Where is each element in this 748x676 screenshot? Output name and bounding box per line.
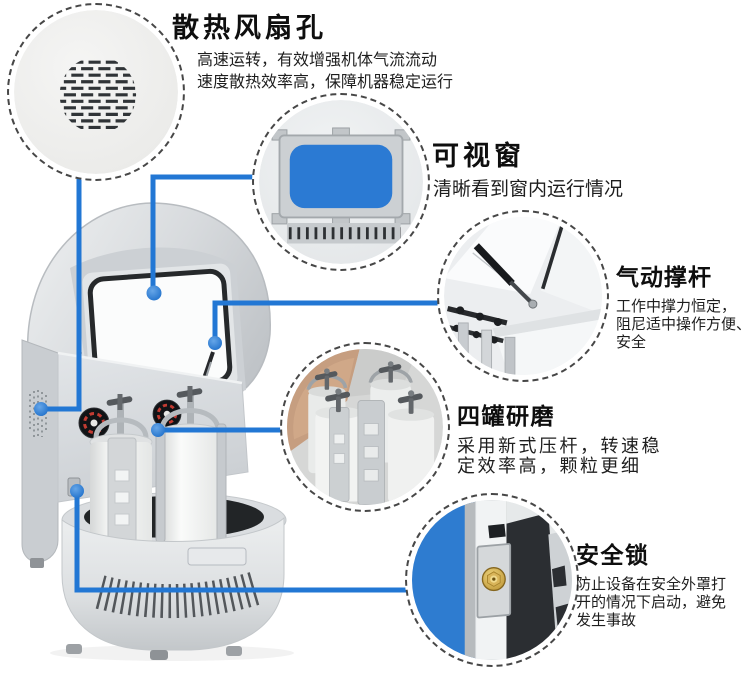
- callout-lock-desc: 防止设备在安全外罩打 开的情况下启动，避免 发生事故: [576, 575, 726, 629]
- anchor-dot-fan-vent: [34, 402, 48, 416]
- desc-line: 安全: [616, 333, 647, 351]
- machine-base-drum: [61, 516, 285, 660]
- four-jars-icon: [287, 349, 443, 505]
- callout-fan-vent-text: 散热风扇孔 高速运转，有效增强机体气流流动 速度散热效率高，保障机器稳定运行: [172, 6, 453, 93]
- callout-jars-photo: [280, 342, 450, 512]
- anchor-dot-jars: [151, 423, 165, 437]
- callout-lock-text: 安全锁 防止设备在安全外罩打 开的情况下启动，避免 发生事故: [576, 536, 726, 629]
- callout-window-text: 可视窗 清晰看到窗内运行情况: [432, 134, 623, 201]
- desc-line: 速度散热效率高，保障机器稳定运行: [197, 72, 454, 91]
- safety-lock-icon: [412, 500, 572, 660]
- desc-line: 高速运转，有效增强机体气流流动: [197, 50, 438, 69]
- connector-lines: [44, 174, 440, 593]
- connector-line-lock: [74, 494, 407, 593]
- base-vent-slots: [95, 571, 261, 619]
- callout-strut-text: 气动撑杆 工作中撑力恒定， 阻尼适中操作方便、 安全: [616, 258, 748, 351]
- desc-line: 采用新式压杆，转速稳: [457, 436, 662, 457]
- callout-strut-photo: [437, 210, 609, 382]
- callout-fan-vent-desc: 高速运转，有效增强机体气流流动 速度散热效率高，保障机器稳定运行: [197, 49, 453, 93]
- desc-line: 阻尼适中操作方便、: [616, 315, 748, 333]
- connector-line-strut: [212, 300, 440, 340]
- desc-line: 防止设备在安全外罩打: [576, 575, 727, 593]
- anchor-dots: [34, 285, 222, 498]
- machine-illustration: [21, 202, 294, 661]
- callout-lock-photo: [405, 493, 579, 667]
- nameplate: [187, 547, 247, 566]
- grinding-jar-left: [89, 394, 153, 555]
- anchor-dot-strut: [208, 336, 222, 350]
- callout-strut-desc: 工作中撑力恒定， 阻尼适中操作方便、 安全: [616, 297, 748, 351]
- callout-window-desc: 清晰看到窗内运行情况: [433, 177, 623, 201]
- desc-line: 发生事故: [576, 611, 637, 629]
- connector-line-window: [150, 174, 256, 290]
- desc-line: 清晰看到窗内运行情况: [433, 178, 624, 200]
- anchor-dot-window: [146, 285, 162, 301]
- fan-vent-icon: [14, 10, 178, 174]
- callout-jars-title: 四罐研磨: [457, 404, 555, 430]
- callout-strut-title: 气动撑杆: [616, 265, 712, 291]
- desc-line: 开的情况下启动，避免: [576, 593, 727, 611]
- gas-strut-icon: [444, 217, 602, 375]
- callout-window-photo: [252, 93, 430, 271]
- desc-line: 定效率高，颗粒更细: [457, 455, 642, 477]
- desc-line: 工作中撑力恒定，: [616, 297, 737, 315]
- callout-fan-vent-photo: [7, 3, 185, 181]
- callout-fan-vent-title: 散热风扇孔: [172, 13, 327, 44]
- callout-jars-desc: 采用新式压杆，转速稳 定效率高，颗粒更细: [457, 437, 662, 476]
- callout-window-title: 可视窗: [432, 141, 525, 172]
- anchor-dot-lock: [70, 484, 84, 498]
- callout-lock-title: 安全锁: [576, 543, 650, 569]
- viewing-window-icon: [259, 100, 423, 264]
- callout-jars-text: 四罐研磨 采用新式压杆，转速稳 定效率高，颗粒更细: [457, 397, 662, 476]
- connector-line-fan-vent: [44, 179, 82, 412]
